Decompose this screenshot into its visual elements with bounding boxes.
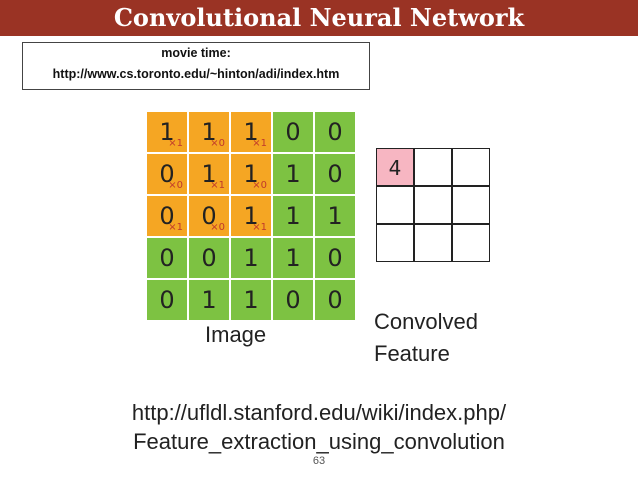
image-cell-value: 1 xyxy=(243,118,259,146)
image-cell-value: 0 xyxy=(159,286,175,314)
feature-cell xyxy=(376,186,414,224)
page-number: 63 xyxy=(312,455,326,467)
image-label: Image xyxy=(205,322,267,347)
feature-cell-value xyxy=(377,225,413,261)
image-cell-value: 0 xyxy=(327,286,343,314)
feature-cell-value xyxy=(415,149,451,185)
image-cell: 1 xyxy=(273,154,313,194)
movie-link-box[interactable]: movie time: http://www.cs.toronto.edu/~h… xyxy=(22,42,370,90)
image-cell: 0 xyxy=(315,154,355,194)
image-cell: 1×0 xyxy=(189,112,229,152)
image-cell-value: 0 xyxy=(327,160,343,188)
feature-cell xyxy=(452,224,490,262)
feature-cell-value xyxy=(453,225,489,261)
image-cell-value: 1 xyxy=(201,118,217,146)
image-cell: 1 xyxy=(231,280,271,320)
image-cell: 0 xyxy=(273,280,313,320)
image-cell: 1 xyxy=(231,238,271,278)
image-cell-value: 0 xyxy=(159,160,175,188)
kernel-weight: ×1 xyxy=(210,180,225,191)
convolved-feature-label: Convolved Feature xyxy=(374,306,478,370)
image-cell-value: 1 xyxy=(201,160,217,188)
feature-cell xyxy=(376,224,414,262)
feature-cell-value xyxy=(415,187,451,223)
image-cell: 0×1 xyxy=(147,196,187,236)
movie-label: movie time: xyxy=(161,46,231,60)
reference-link-line1[interactable]: http://ufldl.stanford.edu/wiki/index.php… xyxy=(131,400,507,425)
kernel-weight: ×1 xyxy=(168,222,183,233)
image-cell-value: 1 xyxy=(243,244,259,272)
feature-cell xyxy=(452,148,490,186)
kernel-weight: ×0 xyxy=(210,138,225,149)
image-cell-value: 0 xyxy=(327,244,343,272)
slide-title: Convolutional Neural Network xyxy=(113,3,525,32)
image-cell: 1×1 xyxy=(189,154,229,194)
title-bar xyxy=(0,0,638,36)
image-cell: 1 xyxy=(273,196,313,236)
feature-cell xyxy=(414,148,452,186)
image-cell: 1 xyxy=(189,280,229,320)
feature-cell: 4 xyxy=(376,148,414,186)
kernel-weight: ×0 xyxy=(252,180,267,191)
kernel-weight: ×1 xyxy=(252,222,267,233)
image-cell-value: 0 xyxy=(201,202,217,230)
image-cell-value: 0 xyxy=(285,286,301,314)
image-cell-value: 1 xyxy=(285,160,301,188)
reference-link[interactable]: http://ufldl.stanford.edu/wiki/index.php… xyxy=(0,398,638,456)
image-cell: 1×0 xyxy=(231,154,271,194)
image-cell-value: 0 xyxy=(159,244,175,272)
image-cell-value: 0 xyxy=(327,118,343,146)
image-cell: 0 xyxy=(315,238,355,278)
movie-url[interactable]: http://www.cs.toronto.edu/~hinton/adi/in… xyxy=(52,67,340,81)
image-cell: 0×0 xyxy=(189,196,229,236)
image-cell: 0 xyxy=(147,238,187,278)
image-cell-value: 1 xyxy=(285,244,301,272)
image-cell-value: 0 xyxy=(159,202,175,230)
feature-cell-value: 4 xyxy=(388,156,402,180)
kernel-weight: ×1 xyxy=(252,138,267,149)
convolved-feature-label-line1: Convolved xyxy=(374,309,478,334)
kernel-weight: ×0 xyxy=(210,222,225,233)
reference-link-line2[interactable]: Feature_extraction_using_convolution xyxy=(133,429,505,454)
feature-cell-value xyxy=(415,225,451,261)
image-cell-value: 1 xyxy=(243,202,259,230)
image-cell: 1×1 xyxy=(231,112,271,152)
kernel-weight: ×1 xyxy=(168,138,183,149)
image-cell: 1 xyxy=(273,238,313,278)
kernel-weight: ×0 xyxy=(168,180,183,191)
image-cell: 0 xyxy=(273,112,313,152)
image-cell: 0×0 xyxy=(147,154,187,194)
feature-cell-value xyxy=(453,149,489,185)
image-cell-value: 1 xyxy=(201,286,217,314)
image-cell-value: 1 xyxy=(285,202,301,230)
feature-cell-value xyxy=(453,187,489,223)
image-cell: 0 xyxy=(189,238,229,278)
image-cell-value: 1 xyxy=(243,160,259,188)
image-cell: 0 xyxy=(315,280,355,320)
image-cell-value: 0 xyxy=(201,244,217,272)
convolved-feature-label-line2: Feature xyxy=(374,341,450,366)
image-cell-value: 1 xyxy=(243,286,259,314)
image-cell: 1 xyxy=(315,196,355,236)
feature-cell-value xyxy=(377,187,413,223)
image-cell-value: 0 xyxy=(285,118,301,146)
feature-cell xyxy=(414,186,452,224)
feature-cell xyxy=(414,224,452,262)
image-cell: 0 xyxy=(147,280,187,320)
feature-cell xyxy=(452,186,490,224)
image-cell-value: 1 xyxy=(159,118,175,146)
image-cell-value: 1 xyxy=(327,202,343,230)
image-cell: 0 xyxy=(315,112,355,152)
image-cell: 1×1 xyxy=(147,112,187,152)
image-cell: 1×1 xyxy=(231,196,271,236)
